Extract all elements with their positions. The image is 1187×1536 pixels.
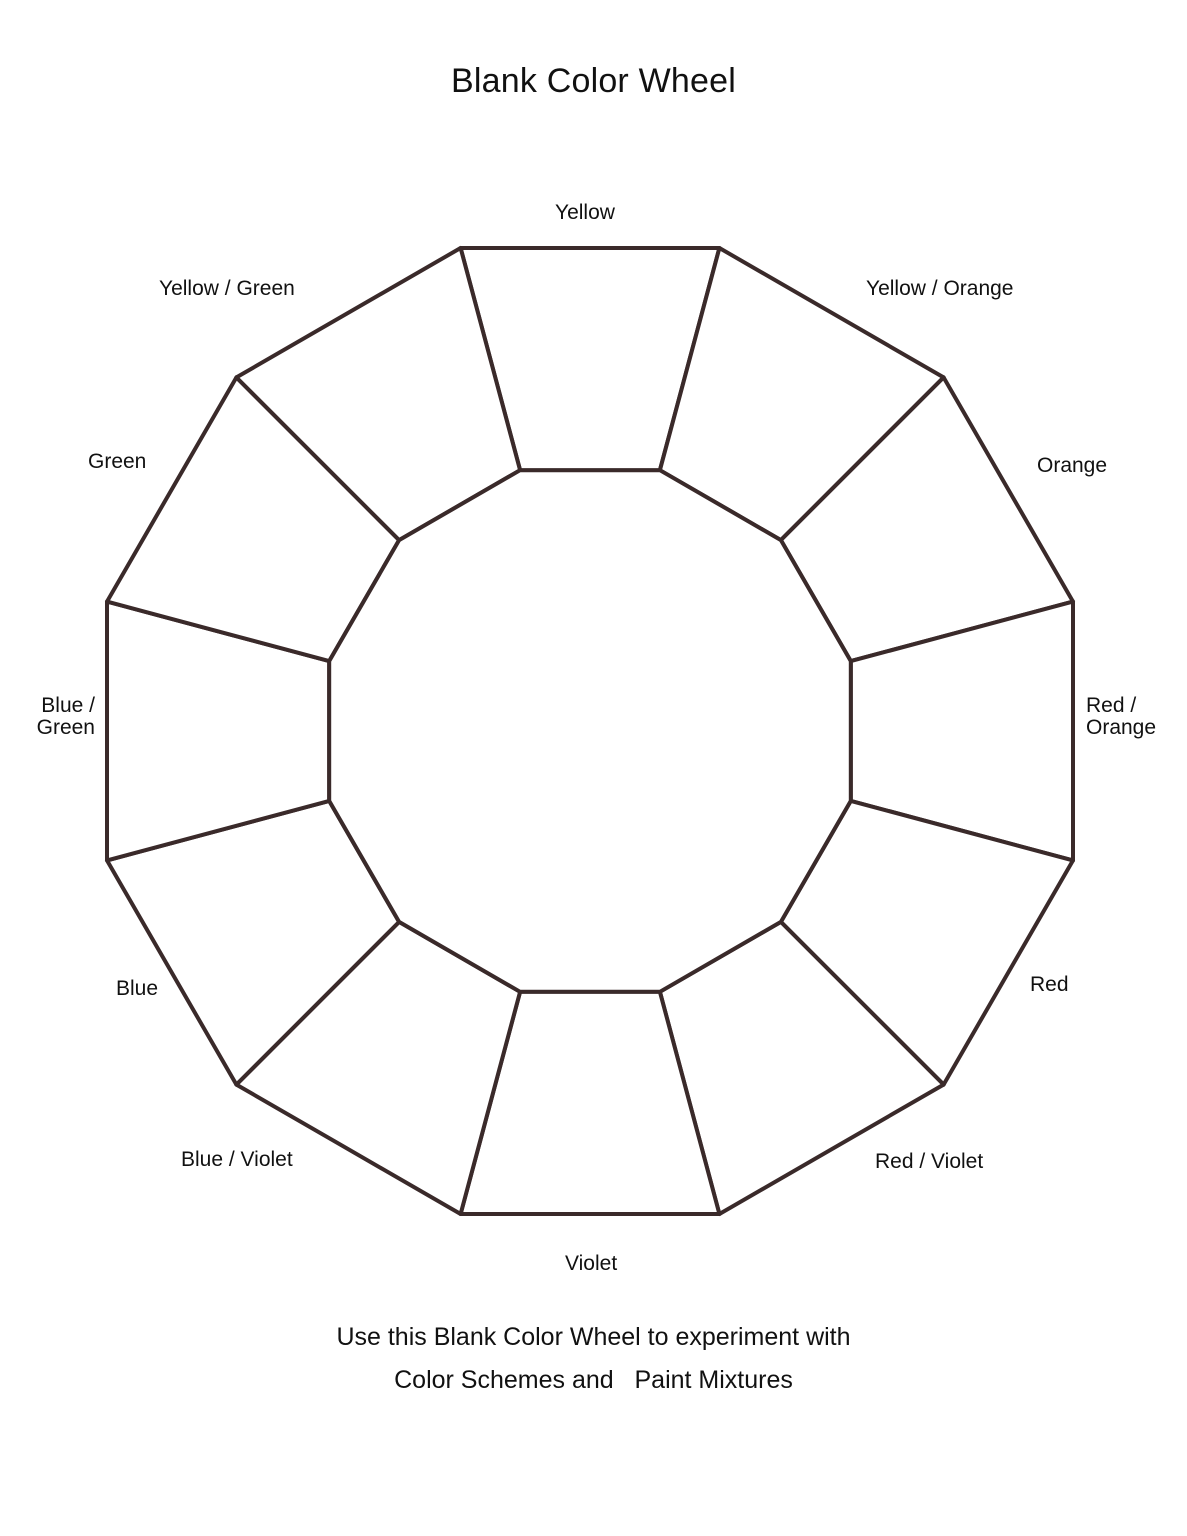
label-red-orange-line1: Red / xyxy=(1086,694,1137,717)
page-title: Blank Color Wheel xyxy=(451,62,736,100)
label-yellow: Yellow xyxy=(555,201,615,224)
wheel-center xyxy=(327,468,853,994)
label-yellow-green: Yellow / Green xyxy=(159,277,295,300)
label-red-violet: Red / Violet xyxy=(875,1150,984,1173)
label-yellow-orange: Yellow / Orange xyxy=(866,277,1014,300)
label-blue: Blue xyxy=(116,977,159,1000)
caption-line-1: Use this Blank Color Wheel to experiment… xyxy=(336,1323,851,1351)
label-green: Green xyxy=(88,450,147,473)
label-red-orange: Red / Orange xyxy=(1086,695,1156,739)
wheel-segments xyxy=(105,246,1075,1216)
label-blue-green-line2: Green xyxy=(36,716,95,739)
label-red: Red xyxy=(1030,973,1069,996)
label-violet: Violet xyxy=(565,1252,618,1275)
label-blue-green: Blue / Green xyxy=(31,695,95,739)
label-red-orange-line2: Orange xyxy=(1086,716,1157,739)
label-blue-violet: Blue / Violet xyxy=(181,1148,293,1171)
label-blue-green-line1: Blue / xyxy=(41,694,95,717)
caption-line-2: Color Schemes and Paint Mixtures xyxy=(394,1366,793,1394)
label-orange: Orange xyxy=(1037,454,1108,477)
